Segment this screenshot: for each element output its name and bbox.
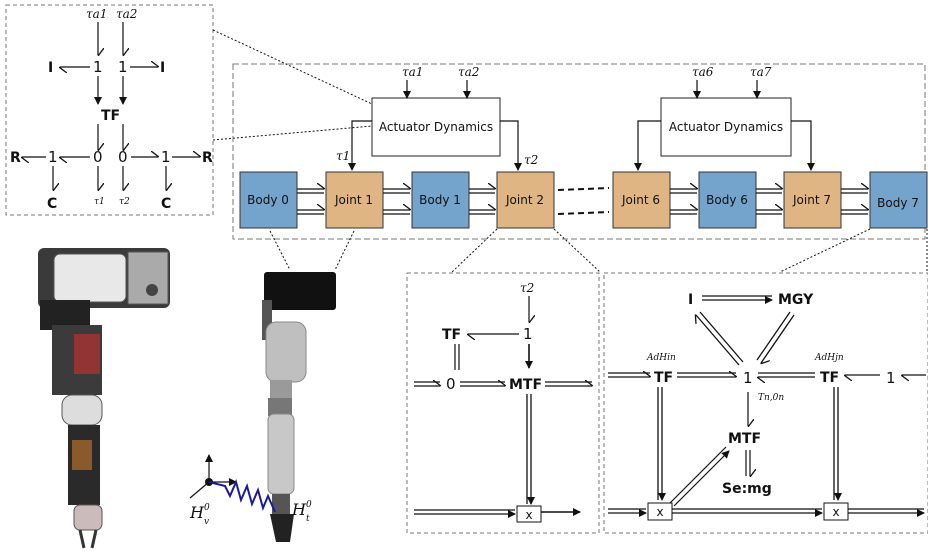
bg-tau-a1: τa1	[86, 7, 107, 21]
body-mtf: MTF	[728, 431, 761, 447]
ht-label: H	[291, 500, 307, 519]
joint-tf: TF	[442, 327, 461, 343]
body-1: Body 1	[419, 193, 461, 207]
tau-a1-label: τa1	[402, 65, 423, 79]
body-tf-left: TF	[654, 370, 673, 386]
actuator-bond-graph-panel: τa1 τa2 I 1 1 I TF R 1 0 0 1 R C τ1 τ2 C	[5, 4, 214, 216]
bg-capacitor-right: C	[161, 196, 171, 212]
joint-tau-2: τ2	[520, 281, 534, 295]
body-ad-right: AdHjn	[814, 353, 844, 363]
joint-6: Joint 6	[621, 193, 660, 207]
tau-a6-label: τa6	[692, 65, 714, 79]
body-multiplier-right: x	[832, 505, 839, 519]
body-multiplier-left: x	[656, 505, 663, 519]
body-transform: Tn,0n	[758, 393, 784, 403]
bg-zero-b: 0	[118, 148, 128, 166]
bg-inertia-right: I	[160, 60, 165, 76]
tau-2-label: τ2	[524, 153, 538, 167]
ht-sub: t	[306, 514, 310, 524]
hv-label: H	[189, 503, 205, 522]
robot-photo	[38, 248, 170, 549]
base-frame-and-spring: H v 0 H t 0	[189, 454, 312, 527]
body-one-center: 1	[743, 369, 753, 387]
bg-resistor-left: R	[10, 150, 21, 166]
bg-zero-a: 0	[93, 148, 103, 166]
joint-zero-junction: 0	[446, 375, 456, 393]
body-tf-right: TF	[820, 370, 839, 386]
body-mgy: MGY	[778, 292, 814, 308]
actuator-dynamics-left-label: Actuator Dynamics	[379, 120, 493, 134]
joint-multiplier: x	[525, 508, 532, 522]
hv-sub: v	[204, 517, 209, 527]
body-ad-left: AdHin	[646, 353, 676, 363]
body-7: Body 7	[877, 196, 919, 210]
kinematic-chain-panel: Actuator Dynamics Actuator Dynamics τa1 …	[232, 63, 928, 240]
bg-one-a: 1	[93, 58, 103, 76]
bg-tau-a2: τa2	[116, 7, 137, 21]
actuator-dynamics-right-box	[660, 97, 792, 157]
body-0: Body 0	[247, 193, 289, 207]
bg-one-b: 1	[118, 58, 128, 76]
bg-capacitor-left: C	[47, 196, 57, 212]
body-inertia: I	[688, 292, 693, 308]
bg-tau-2: τ2	[119, 197, 130, 207]
tau-1-label: τ1	[336, 149, 350, 163]
joint-1: Joint 1	[334, 193, 373, 207]
joint-bond-graph-panel: τ2 1 TF 0 MTF x	[406, 272, 600, 534]
ht-sup: 0	[306, 500, 312, 510]
bg-tau-1: τ1	[94, 197, 105, 207]
actuator-dynamics-left-box	[371, 97, 501, 157]
hv-sup: 0	[204, 503, 210, 513]
bg-tf: TF	[101, 108, 120, 124]
tau-a2-label: τa2	[458, 65, 479, 79]
joint-2: Joint 2	[505, 193, 544, 207]
actuator-dynamics-right-label: Actuator Dynamics	[669, 120, 783, 134]
bg-one-c: 1	[48, 148, 58, 166]
joint-7: Joint 7	[792, 193, 831, 207]
body-6: Body 6	[706, 193, 748, 207]
robot-model	[262, 272, 336, 542]
bg-resistor-right: R	[202, 150, 213, 166]
bg-inertia-left: I	[48, 60, 53, 76]
joint-mtf: MTF	[509, 377, 542, 393]
tau-a7-label: τa7	[750, 65, 772, 79]
bg-one-d: 1	[161, 148, 171, 166]
body-one-right: 1	[886, 369, 896, 387]
body-source: Se:mg	[722, 481, 772, 497]
joint-one-junction: 1	[523, 325, 533, 343]
body-bond-graph-panel: I MGY AdHin AdHjn TF 1 TF 1 Tn,0n MTF Se…	[603, 272, 928, 534]
